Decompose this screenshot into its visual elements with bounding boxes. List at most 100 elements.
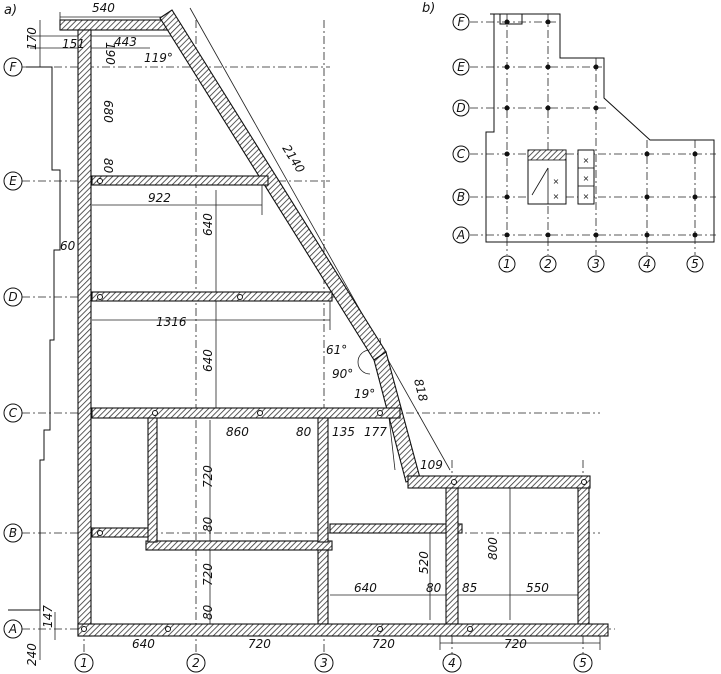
panel-b-label: b)	[422, 1, 435, 16]
svg-text:C: C	[457, 147, 466, 161]
dim-1316: 1316	[156, 315, 187, 329]
dim-80-a: 80	[201, 604, 215, 620]
dim-720-cb: 720	[201, 465, 215, 488]
panel-a-label: a)	[4, 3, 17, 18]
wall-axis-1	[77, 29, 92, 637]
col-bubble-1	[74, 653, 94, 673]
plan-b-col-axis-bubbles: 1 2 3 4 5	[498, 255, 704, 273]
wall-top-short	[59, 19, 171, 31]
wall-axis-A	[77, 623, 609, 637]
svg-text:3: 3	[320, 656, 328, 670]
svg-text:×: ×	[553, 177, 560, 186]
svg-text:F: F	[458, 15, 466, 29]
dim-680: 680	[101, 100, 115, 123]
dim-135: 135	[332, 425, 355, 439]
wall-right-top	[407, 475, 591, 489]
dim-bottom-720-b: 720	[372, 637, 395, 651]
b-col-bubble-2	[539, 255, 557, 273]
svg-text:5: 5	[691, 257, 699, 271]
dim-520: 520	[417, 551, 431, 574]
dim-80-b: 80	[201, 516, 215, 532]
row-bubble-B	[3, 523, 23, 543]
b-col-bubble-5	[686, 255, 704, 273]
wall-inner-axis-3-upper	[317, 417, 329, 543]
row-bubble-F	[3, 57, 23, 77]
svg-text:×: ×	[583, 192, 590, 201]
dim-85: 85	[462, 581, 477, 595]
wall-inner-left	[147, 417, 158, 543]
b-row-bubble-D	[452, 99, 470, 117]
dim-109: 109	[420, 458, 443, 472]
dim-860: 860	[226, 425, 249, 439]
svg-text:C: C	[9, 406, 18, 420]
svg-text:1: 1	[80, 656, 88, 670]
b-row-bubble-E	[452, 58, 470, 76]
svg-text:2: 2	[192, 656, 200, 670]
svg-text:E: E	[9, 174, 17, 188]
dim-151: 151	[62, 37, 85, 51]
dim-240: 240	[25, 643, 39, 666]
svg-text:D: D	[8, 290, 17, 304]
svg-text:B: B	[9, 526, 17, 540]
row-bubble-D	[3, 287, 23, 307]
dim-bottom-720-a: 720	[248, 637, 271, 651]
col-bubble-2	[186, 653, 206, 673]
plan-b-row-axis-bubbles: F E D C B A	[452, 13, 470, 244]
b-row-bubble-A	[452, 226, 470, 244]
svg-text:2: 2	[544, 257, 552, 271]
svg-text:A: A	[8, 622, 17, 636]
diag-2140: 2140	[279, 142, 307, 176]
svg-text:A: A	[456, 228, 465, 242]
dim-443: 443	[114, 35, 137, 49]
wall-axis-B-right	[329, 523, 463, 534]
svg-text:E: E	[457, 60, 465, 74]
wall-axis-C	[91, 407, 401, 419]
svg-text:F: F	[10, 60, 18, 74]
plan-a-dimension-labels: 540 170 151 443 190 119° 680 80 922 640 …	[25, 1, 549, 666]
wall-axis-B-mid	[145, 540, 333, 551]
wall-axis-5	[577, 479, 590, 625]
col-bubble-4	[442, 653, 462, 673]
angle-19: 19°	[354, 387, 375, 401]
wall-axis-E	[91, 175, 269, 186]
angle-90: 90°	[332, 367, 353, 381]
dim-177: 177	[364, 425, 387, 439]
plan-b-outline	[485, 13, 715, 243]
angle-119: 119°	[144, 51, 173, 65]
svg-text:×: ×	[583, 174, 590, 183]
dim-720-ba: 720	[201, 563, 215, 586]
stepped-outline	[8, 66, 61, 611]
dim-800: 800	[486, 537, 500, 560]
dim-bottom-720-c: 720	[504, 637, 527, 651]
b-row-bubble-C	[452, 145, 470, 163]
svg-text:4: 4	[448, 656, 456, 670]
svg-text:B: B	[457, 190, 465, 204]
dim-147: 147	[41, 605, 55, 628]
svg-text:×: ×	[553, 192, 560, 201]
svg-text:1: 1	[503, 257, 511, 271]
plan-a-row-axis-bubbles: F E D C B A	[3, 57, 23, 639]
dim-60: 60	[60, 239, 76, 253]
dim-640-ed: 640	[201, 213, 215, 236]
row-bubble-E	[3, 171, 23, 191]
plan-a-col-axis-lines	[83, 20, 584, 655]
col-bubble-3	[314, 653, 334, 673]
plan-b-columns	[504, 19, 698, 238]
col-bubble-5	[573, 653, 593, 673]
plan-a-wall-nodes	[81, 178, 587, 632]
dim-540: 540	[92, 1, 115, 15]
wall-axis-4	[445, 479, 459, 625]
b-col-bubble-4	[638, 255, 656, 273]
dim-80-4: 80	[426, 581, 442, 595]
wall-axis-D	[91, 291, 333, 302]
dim-170: 170	[25, 27, 39, 50]
dim-640-low: 640	[354, 581, 377, 595]
plan-a-walls	[59, 9, 609, 637]
dim-80-e: 80	[101, 158, 115, 174]
plan-a-col-axis-bubbles: 1 2 3 4 5	[74, 653, 593, 673]
svg-text:4: 4	[643, 257, 651, 271]
b-col-bubble-3	[587, 255, 605, 273]
svg-text:5: 5	[579, 656, 587, 670]
angle-61: 61°	[326, 343, 347, 357]
